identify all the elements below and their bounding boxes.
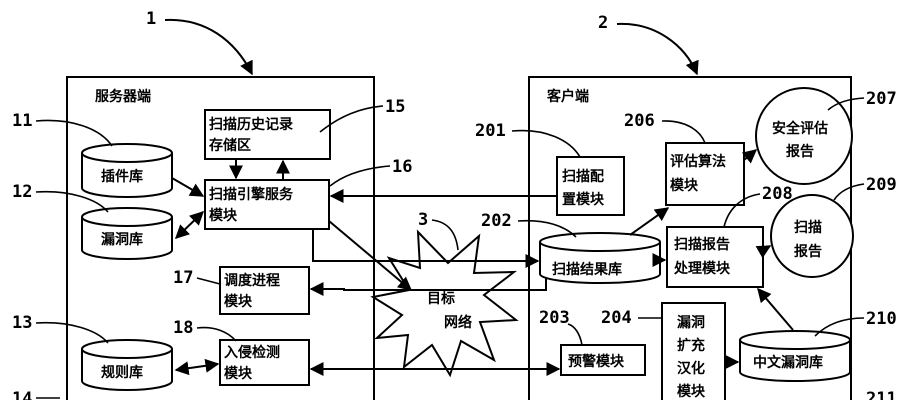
rule-ids-arrow [174, 358, 220, 376]
leader-203 [567, 323, 583, 346]
server-title: 服务器端 [95, 88, 151, 105]
history-store-line1: 扫描历史记录 [209, 116, 293, 133]
ref-label-2: 2 [598, 13, 608, 33]
security-report-line2: 报告 [786, 143, 814, 160]
ids-line1: 入侵检测 [224, 344, 280, 361]
scheduler-line1: 调度进程 [224, 272, 280, 289]
vuln-expand-line3: 汉化 [677, 360, 705, 377]
engine-to-target-arrow [328, 220, 413, 291]
cn-vuln-db-cylinder [739, 330, 851, 382]
vuln-expand-line4: 模块 [677, 383, 706, 400]
ref-label-209: 209 [866, 175, 897, 195]
scheduler-box [219, 266, 310, 315]
report-processing-line2: 处理模块 [673, 260, 731, 277]
client-title: 客户端 [546, 88, 589, 105]
ref-label-12: 12 [12, 182, 32, 202]
leader-18 [196, 326, 237, 342]
plugin-db-cylinder [81, 143, 173, 198]
report-processing-box [666, 226, 764, 288]
leader-210 [814, 317, 865, 337]
vuln-expand-line2: 扩充 [677, 337, 705, 354]
scan-config-box [556, 156, 625, 216]
leader-13 [35, 321, 109, 344]
leader-12 [35, 190, 109, 213]
alert-label: 预警模块 [568, 353, 625, 370]
ref-label-13: 13 [12, 313, 32, 333]
ref-label-15: 15 [385, 97, 405, 117]
ref-label-204: 204 [601, 308, 632, 328]
ids-box [219, 339, 310, 386]
leader-3 [431, 219, 459, 251]
leader-209 [833, 183, 865, 201]
scan-report-line1: 扫描 [794, 219, 822, 236]
rule-db-label: 规则库 [101, 364, 143, 381]
scan-report-line2: 报告 [794, 243, 822, 260]
leader-16 [329, 165, 391, 187]
result-to-scheduler-arrow [309, 277, 547, 296]
history-store-line2: 存储区 [209, 137, 251, 154]
history-store-box [204, 109, 331, 160]
ref-label-207: 207 [866, 89, 897, 109]
leader-206 [661, 120, 706, 144]
security-report-circle [755, 87, 853, 185]
evaluation-to-security-arrow [741, 149, 758, 164]
ids-line2: 模块 [224, 365, 253, 382]
scan-config-line2: 置模块 [562, 191, 605, 208]
scan-result-db-label: 扫描结果库 [552, 261, 622, 278]
alert-box [560, 344, 646, 376]
ref-label-208: 208 [762, 184, 793, 204]
ref-label-1: 1 [146, 9, 156, 29]
engine-box [204, 179, 330, 230]
vuln-expand-box [661, 302, 726, 400]
ref-arrow-1 [164, 18, 253, 76]
engine-line1: 扫描引擎服务 [209, 186, 294, 203]
scan-config-line1: 扫描配 [562, 168, 604, 185]
ref-label-18: 18 [173, 318, 193, 338]
ref-label-16: 16 [392, 157, 412, 177]
engine-to-result-arrow [312, 229, 540, 268]
ref-label-201: 201 [475, 121, 506, 141]
leader-11 [35, 119, 113, 147]
plugin-db-label: 插件库 [101, 168, 143, 185]
target-network-line2: 网络 [444, 314, 472, 331]
server-frame [66, 76, 375, 400]
result-to-evaluation-arrow [629, 207, 670, 236]
evaluation-line2: 模块 [670, 177, 699, 194]
report-processing-line1: 扫描报告 [674, 236, 730, 253]
leader-17 [196, 277, 221, 285]
evaluation-line1: 评估算法 [670, 153, 726, 170]
ref-arrow-2 [616, 22, 699, 76]
leader-207 [827, 97, 865, 111]
security-report-line1: 安全评估 [772, 120, 828, 137]
target-network-line1: 目标 [427, 290, 455, 307]
vuln-expand-line1: 漏洞 [677, 315, 705, 331]
evaluation-box [665, 142, 745, 206]
ref-label-211: 211 [866, 389, 897, 400]
scan-report-circle [770, 194, 854, 278]
plugin-to-engine-arrow [171, 177, 205, 197]
ref-label-3: 3 [418, 210, 428, 230]
cnvuln-to-report-arrow [757, 287, 794, 331]
engine-line2: 模块 [209, 207, 238, 224]
leader-201 [511, 129, 581, 158]
report-to-scan-report-arrow [755, 245, 772, 259]
ref-label-11: 11 [12, 111, 32, 131]
ref-label-14: 14 [12, 389, 32, 400]
ref-label-206: 206 [624, 111, 655, 131]
ref-label-210: 210 [866, 309, 897, 329]
vuln-db-label: 漏洞库 [101, 231, 143, 248]
vuln-engine-arrow [174, 211, 205, 239]
vuln-db-cylinder [81, 207, 173, 260]
ref-label-203: 203 [539, 308, 570, 328]
leader-208 [723, 193, 761, 228]
cn-vuln-db-label: 中文漏洞库 [753, 354, 823, 371]
leader-202 [517, 219, 577, 238]
leader-15 [319, 105, 384, 133]
rule-db-cylinder [81, 339, 173, 391]
ref-label-17: 17 [173, 268, 193, 288]
ref-label-202: 202 [481, 211, 512, 231]
scan-result-db-cylinder [539, 232, 661, 284]
scheduler-line2: 模块 [224, 293, 253, 310]
